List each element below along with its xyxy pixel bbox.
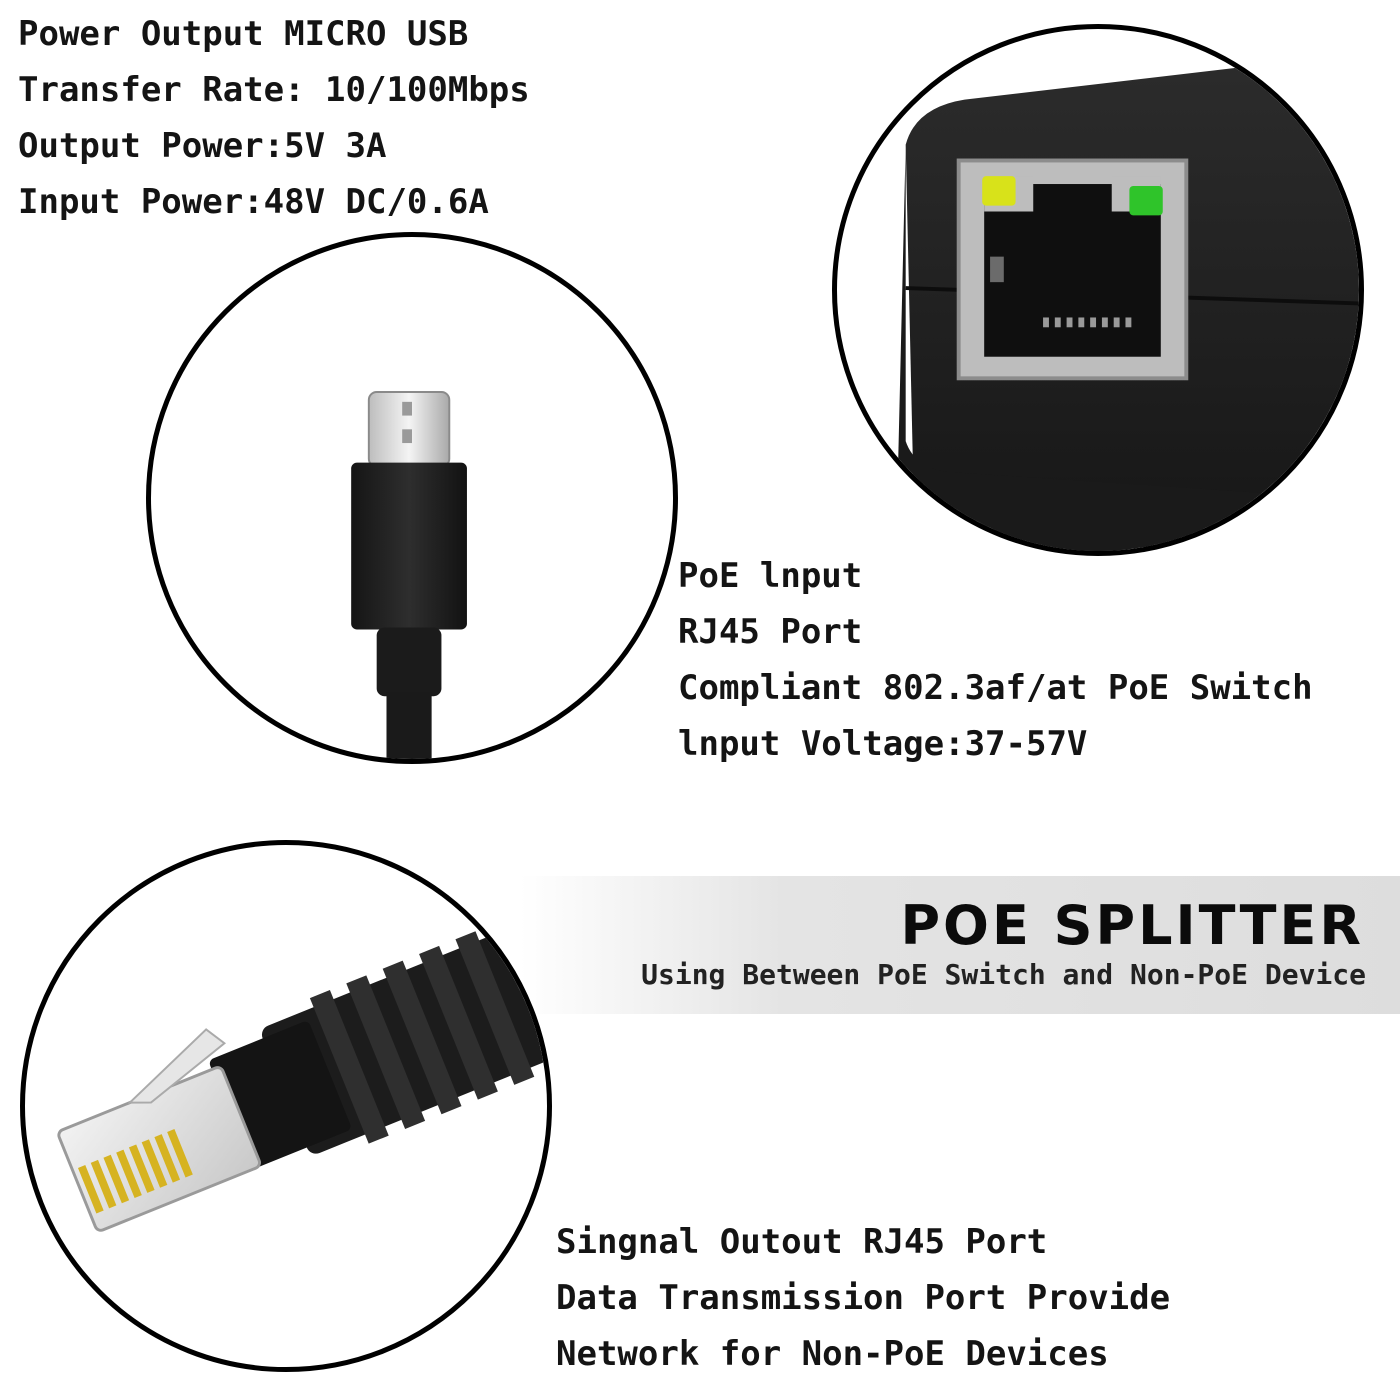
ethernet-plug-icon [57,914,547,1232]
poe-input-specs: PoE lnput RJ45 Port Compliant 802.3af/at… [678,548,1313,772]
spec-line: Transfer Rate: 10/100Mbps [18,70,530,110]
spec-line: lnput Voltage:37-57V [678,724,1088,764]
spec-line: Input Power:48V DC/0.6A [18,182,489,222]
spec-line: Compliant 802.3af/at PoE Switch [678,668,1313,708]
product-title: POE SPLITTER [900,894,1364,957]
spec-line: Data Transmission Port Provide [556,1278,1171,1318]
signal-output-specs: Singnal Outout RJ45 Port Data Transmissi… [556,1214,1170,1382]
spec-line: PoE lnput [678,556,863,596]
title-banner: POE SPLITTER Using Between PoE Switch an… [520,876,1400,1014]
rj45-plug-image [20,840,552,1372]
green-led [1129,185,1163,216]
micro-usb-connector-image [146,232,678,764]
micro-usb-plug-icon [351,391,467,759]
yellow-led [982,176,1016,206]
spec-line: Output Power:5V 3A [18,126,387,166]
ethernet-port-icon [896,53,1359,551]
spec-line: Singnal Outout RJ45 Port [556,1222,1048,1262]
product-subtitle: Using Between PoE Switch and Non-PoE Dev… [641,958,1366,991]
spec-line: RJ45 Port [678,612,863,652]
spec-line: Network for Non-PoE Devices [556,1334,1109,1374]
power-output-specs: Power Output MICRO USB Transfer Rate: 10… [18,6,530,230]
rj45-port-image [832,24,1364,556]
spec-line: Power Output MICRO USB [18,14,469,54]
